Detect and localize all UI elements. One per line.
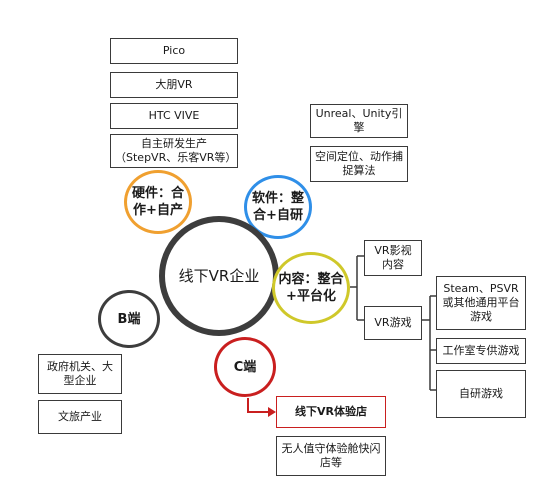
hardware-item-htc-vive: HTC VIVE — [110, 103, 238, 129]
hardware-item-self-developed: 自主研发生产（StepVR、乐客VR等） — [110, 134, 238, 168]
software-item-engines: Unreal、Unity引擎 — [310, 104, 408, 138]
games-item-self: 自研游戏 — [436, 370, 526, 418]
content-circle: 内容：整合+平台化 — [272, 252, 350, 324]
c-end-circle: C端 — [214, 337, 276, 397]
c-end-arrowhead — [268, 407, 276, 417]
hardware-item-deepoon: 大朋VR — [110, 72, 238, 98]
b-end-item-government: 政府机关、大型企业 — [38, 354, 122, 394]
games-item-platforms: Steam、PSVR或其他通用平台游戏 — [436, 276, 526, 330]
b-end-item-tourism: 文旅产业 — [38, 400, 122, 434]
content-video-box: VR影视内容 — [364, 240, 422, 276]
center-circle: 线下VR企业 — [159, 216, 279, 336]
software-item-algorithms: 空间定位、动作捕捉算法 — [310, 146, 408, 182]
games-bracket-line — [422, 295, 436, 391]
content-bracket-line — [350, 255, 364, 321]
c-end-store-box: 线下VR体验店 — [276, 396, 386, 428]
games-item-studio: 工作室专供游戏 — [436, 338, 526, 364]
software-circle: 软件：整合+自研 — [244, 175, 312, 239]
c-end-arrow-line — [247, 398, 268, 413]
hardware-circle: 硬件：合作+自产 — [124, 170, 192, 234]
content-games-box: VR游戏 — [364, 306, 422, 340]
c-end-store-item: 无人值守体验舱快闪店等 — [276, 436, 386, 476]
b-end-circle: B端 — [98, 290, 160, 348]
hardware-item-pico: Pico — [110, 38, 238, 64]
